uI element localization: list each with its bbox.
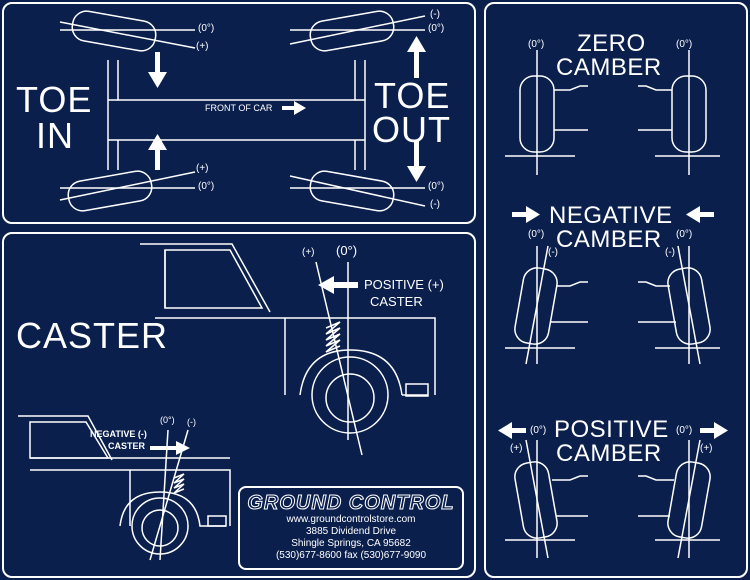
negative-caster-line1: NEGATIVE (-) (90, 429, 147, 439)
toe-in-front-pos: (+) (196, 41, 209, 52)
toe-in-line2: IN (36, 115, 74, 156)
neg-camber-left-neg: (-) (548, 247, 558, 258)
toe-in-rear-zero: (0°) (198, 181, 215, 192)
pos-camber-left-zero: (0°) (530, 425, 547, 436)
pos-camber-right-zero: (0°) (676, 425, 693, 436)
company-phone: (530)677-8600 fax (530)677-9090 (275, 550, 427, 561)
positive-camber-line1: POSITIVE (554, 416, 669, 443)
neg-camber-right-zero: (0°) (676, 229, 693, 240)
neg-camber-right-neg: (-) (665, 247, 675, 258)
positive-caster-line2: CASTER (370, 294, 423, 309)
toe-out-line1: TOE (374, 75, 451, 116)
pos-camber-left-pos: (+) (510, 443, 523, 454)
caster-zero-label: (0°) (336, 243, 358, 258)
front-of-car-label: FRONT OF CAR (205, 103, 273, 113)
toe-in-line1: TOE (16, 79, 93, 120)
ground-control-logo: GROUND CONTROL (247, 492, 455, 515)
zero-camber-line1: ZERO (577, 30, 646, 57)
caster-pos-label: (+) (302, 247, 315, 258)
camber-panel (484, 2, 748, 578)
negative-camber-line1: NEGATIVE (549, 202, 673, 229)
company-website[interactable]: www.groundcontrolstore.com (286, 514, 416, 525)
toe-out-rear-zero: (0°) (428, 181, 445, 192)
toe-out-front-neg: (-) (430, 9, 440, 20)
positive-caster-line1: POSITIVE (+) (364, 277, 444, 292)
pos-camber-right-pos: (+) (700, 443, 713, 454)
zero-camber-line2: CAMBER (556, 54, 662, 81)
zero-camber-left-zero: (0°) (528, 39, 545, 50)
toe-out-line2: OUT (372, 109, 451, 150)
company-address-line2: Shingle Springs, CA 95682 (291, 538, 411, 549)
toe-in-rear-pos: (+) (196, 163, 209, 174)
company-info-box: GROUND CONTROL www.groundcontrolstore.co… (238, 486, 464, 570)
positive-camber-line2: CAMBER (556, 440, 662, 467)
toe-out-front-zero: (0°) (428, 23, 445, 34)
toe-out-rear-neg: (-) (430, 199, 440, 210)
toe-in-front-zero: (0°) (198, 23, 215, 34)
negative-camber-line2: CAMBER (556, 226, 662, 253)
caster-title: CASTER (16, 315, 169, 356)
caster-panel (2, 232, 476, 578)
negative-caster-line2: CASTER (108, 441, 146, 451)
neg-camber-left-zero: (0°) (528, 229, 545, 240)
neg-caster-neg-label: (-) (187, 417, 196, 427)
neg-caster-zero-label: (0°) (160, 415, 175, 425)
zero-camber-right-zero: (0°) (676, 39, 693, 50)
company-address-line1: 3885 Dividend Drive (305, 526, 397, 537)
toe-panel (2, 2, 476, 224)
